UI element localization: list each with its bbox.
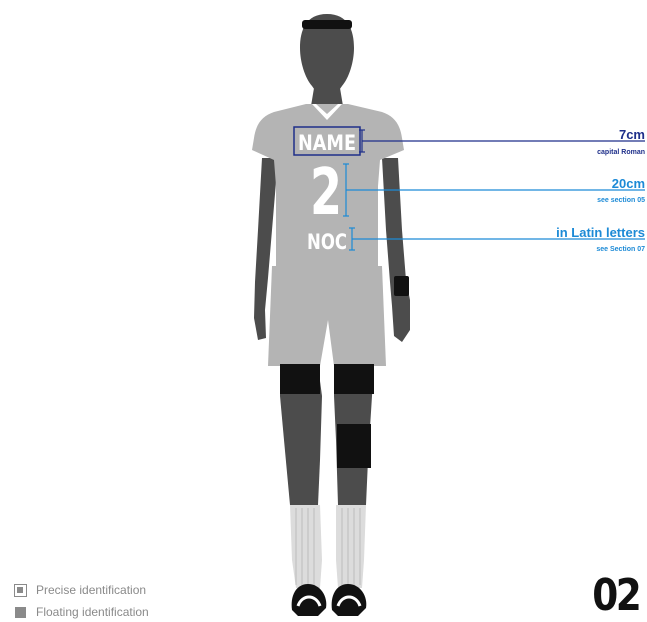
knee-pad [337, 424, 371, 468]
legend-precise: Precise identification [14, 583, 146, 597]
floating-swatch-icon [15, 607, 26, 618]
right-sock [336, 505, 366, 588]
noc-size-note: see Section 07 [596, 246, 645, 253]
left-knee-band [280, 364, 320, 394]
precise-swatch-icon [14, 584, 27, 597]
right-knee-band [334, 364, 374, 394]
noc-size-label: in Latin letters [556, 225, 645, 240]
number-size-note: see section 05 [597, 197, 645, 204]
jersey-name: NAME [298, 131, 356, 155]
neck [311, 88, 343, 106]
right-arm [382, 158, 410, 342]
left-shoe [292, 584, 327, 616]
left-sock [290, 505, 322, 588]
right-shoe [332, 584, 367, 616]
jersey-number: 2 [310, 156, 342, 230]
legend-precise-label: Precise identification [36, 583, 146, 597]
shorts [268, 266, 386, 366]
headband [302, 20, 352, 29]
name-size-label: 7cm [619, 127, 645, 142]
name-size-note: capital Roman [597, 149, 645, 156]
legend-floating-label: Floating identification [36, 605, 149, 619]
wristband [394, 276, 409, 296]
page-number: 02 [592, 574, 639, 618]
jersey-noc: NOC [307, 230, 347, 254]
legend-floating: Floating identification [14, 605, 149, 619]
number-size-label: 20cm [612, 176, 645, 191]
